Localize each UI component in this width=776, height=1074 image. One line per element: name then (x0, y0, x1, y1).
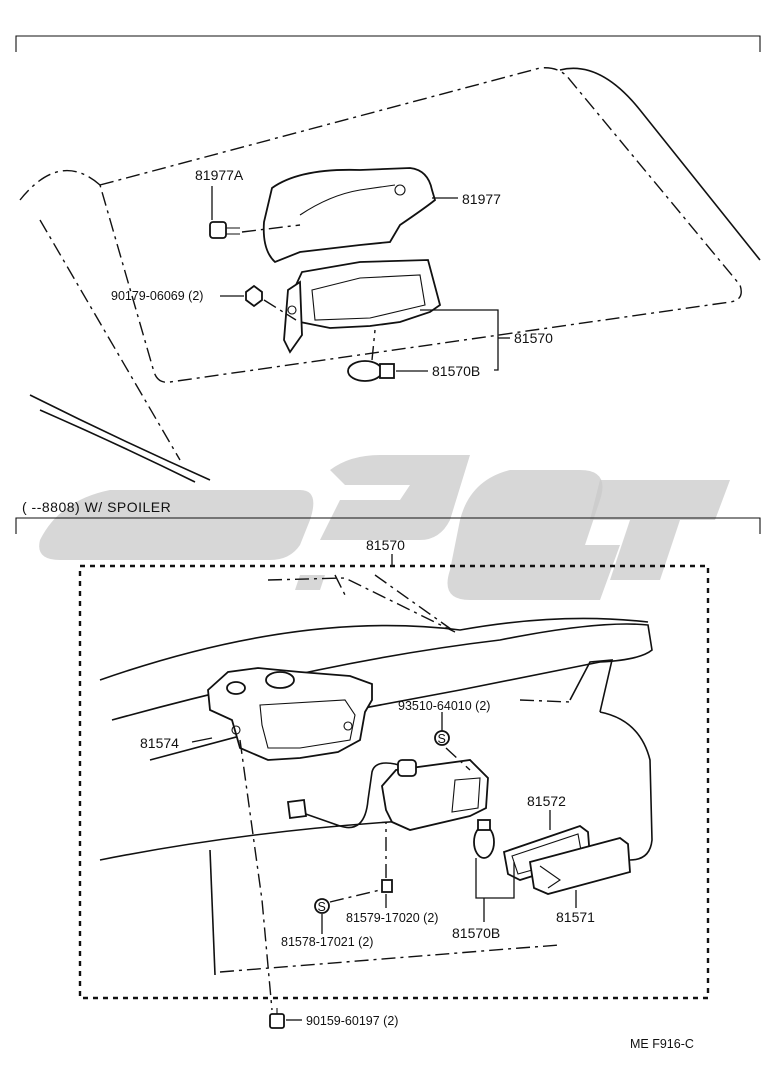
label-90159: 90159-60197 (2) (306, 1014, 398, 1028)
trunk-panel (599, 711, 653, 861)
spoiler-dash-3 (374, 574, 456, 633)
body-line-bottom2 (39, 409, 196, 483)
nut-dash (263, 299, 297, 321)
leader-81574 (191, 737, 213, 743)
screw-marker-text: S (438, 732, 446, 746)
leader-81570-bracket (420, 309, 499, 371)
bulb-icon (347, 360, 395, 382)
lens (528, 837, 631, 895)
wire-harness (299, 762, 411, 829)
label-81570-bottom: 81570 (366, 537, 405, 553)
socket-plug (397, 759, 417, 777)
label-81572: 81572 (527, 793, 566, 809)
cover-inner (299, 184, 396, 216)
label-81571: 81571 (556, 909, 595, 925)
washer-marker (314, 898, 330, 914)
screw-dash (445, 747, 471, 771)
housing-hole-2 (343, 721, 353, 731)
body-dash-bottom (219, 944, 561, 973)
roof-line (559, 67, 761, 261)
lens-detail (539, 865, 561, 889)
bolt-dash-line (239, 739, 273, 1011)
spoiler-dash (267, 577, 456, 633)
bolt-icon (269, 1008, 285, 1029)
bottom-frame (15, 517, 761, 534)
variant-heading: ( --8808) W/ SPOILER (22, 499, 171, 515)
label-81578: 81578-17021 (2) (281, 935, 373, 949)
washer-marker-text: S (318, 900, 326, 914)
body-curve-2 (209, 849, 216, 976)
stoplamp-bracket (283, 280, 303, 354)
spoiler-stand (569, 659, 614, 713)
housing-boss (226, 681, 246, 695)
label-90179: 90179-06069 (2) (111, 289, 203, 303)
spoiler-dash-2 (334, 574, 346, 596)
top-frame (15, 35, 761, 52)
rear-window-outline (99, 67, 742, 383)
top-section: 81977A 81977 90179-06069 (2) 81570 81570… (15, 35, 761, 483)
bottom-section: ( --8808) W/ SPOILER 81570 (15, 499, 761, 1029)
cover-hole (394, 184, 406, 196)
label-81570b-top: 81570B (432, 363, 480, 379)
socket-face (451, 777, 481, 813)
bracket-bolt-icon (209, 221, 240, 239)
watermark-logo (39, 455, 730, 600)
spoiler-top (99, 617, 649, 681)
spoiler-outline (111, 623, 653, 761)
body-line-left (39, 219, 181, 461)
bulb-dash (371, 329, 376, 361)
leader-81570b-bottom (475, 858, 515, 922)
body-curve (99, 819, 421, 861)
stoplamp-cover (262, 167, 437, 264)
clip-icon (381, 879, 393, 893)
label-81574: 81574 (140, 735, 179, 751)
body-dash-mid (519, 699, 571, 703)
label-81579: 81579-17020 (2) (346, 911, 438, 925)
socket-unit (381, 759, 489, 831)
nut-icon (245, 284, 263, 308)
stoplamp-body (295, 259, 442, 329)
assembly-boundary (78, 564, 710, 1000)
body-line-bottom (29, 394, 211, 481)
trunk-edge (19, 170, 101, 201)
label-93510: 93510-64010 (2) (398, 699, 490, 713)
bolt-dash (241, 224, 301, 233)
label-81570b-bottom: 81570B (452, 925, 500, 941)
label-81977: 81977 (462, 191, 501, 207)
washer-dash (329, 889, 381, 903)
stoplamp-lens (311, 274, 426, 321)
housing-inner (259, 699, 356, 749)
label-81570-top: 81570 (514, 330, 553, 346)
connector-icon (286, 798, 308, 820)
bottom-bulb-icon (473, 819, 495, 859)
housing-socket (265, 671, 295, 689)
bracket-hole (287, 305, 297, 315)
label-81977a: 81977A (195, 167, 244, 183)
figure-code: ME F916-C (630, 1037, 694, 1051)
housing-hole (231, 725, 241, 735)
